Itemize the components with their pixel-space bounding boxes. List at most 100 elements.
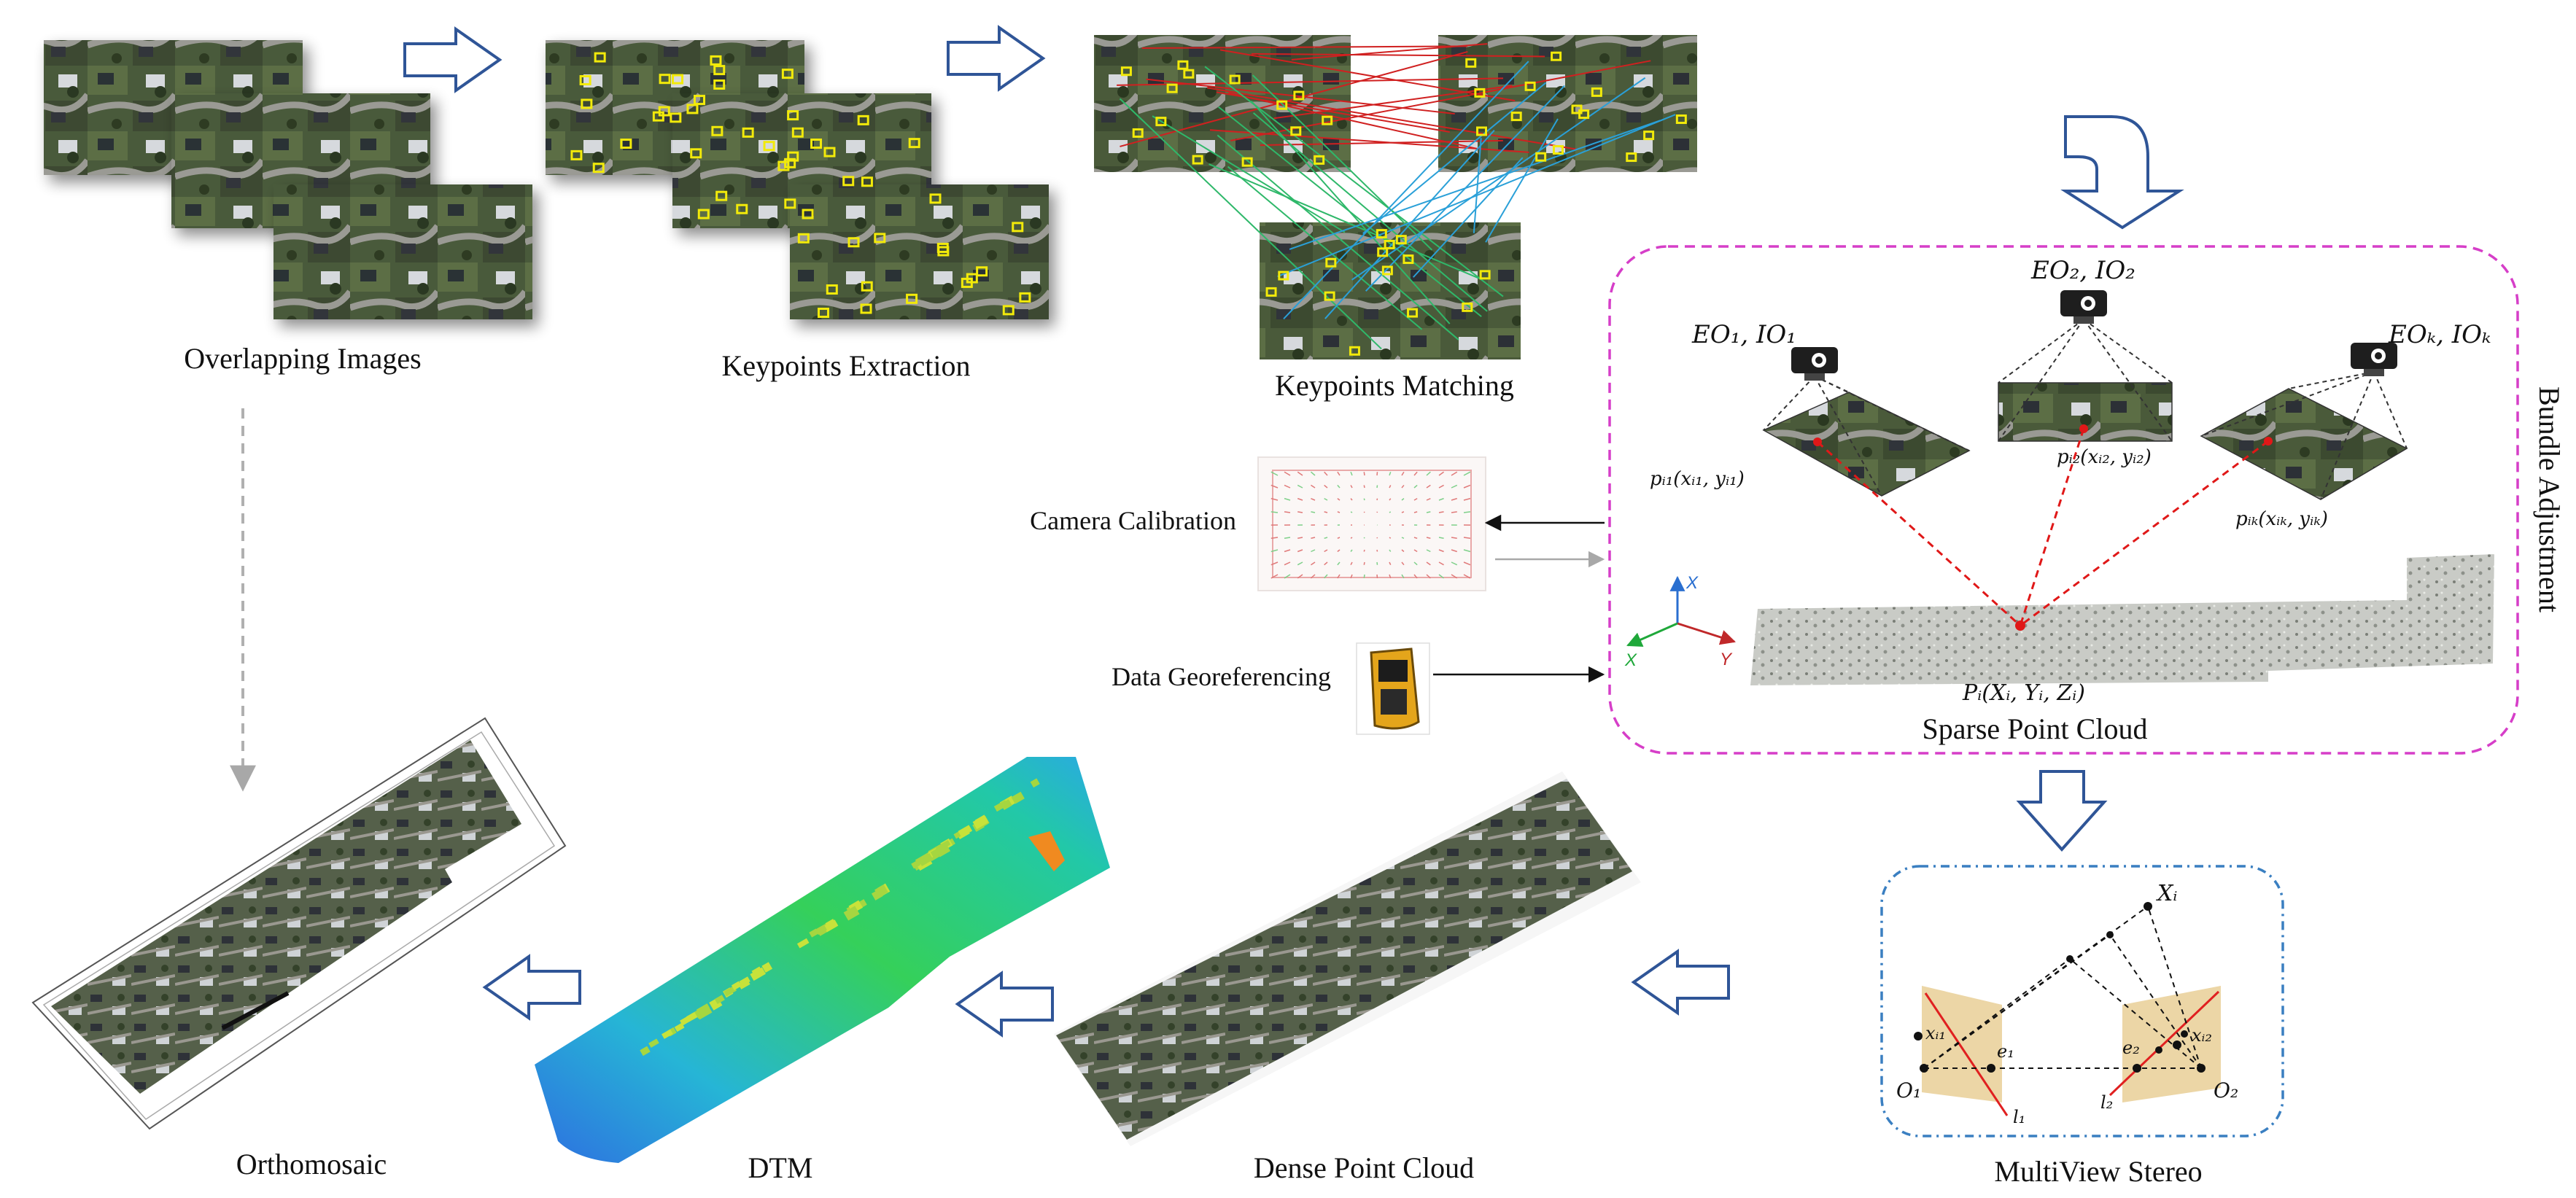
camera-eo-io-label: EO₂, IO₂ [2030,256,2135,285]
keypoint-marker [1465,58,1477,68]
calibration-vector [1284,537,1291,540]
dtm-building [662,1029,673,1039]
camera-frustum-line [2373,371,2408,449]
dtm-building [694,1007,707,1019]
sparse-point-cloud-image [1750,554,2494,685]
calibration-vector [1363,485,1365,489]
keypoint-marker [906,293,918,304]
dtm-building [958,825,973,838]
multiview-stereo-border [1880,865,2284,1137]
camera-frustum-line [2200,371,2375,437]
calibration-vector [1451,511,1457,513]
camera-frustum-line [1998,319,2084,384]
keypoint-marker [861,176,873,187]
match-line [1218,106,1482,317]
match-line [1117,77,1504,86]
keypoint-marker [1002,305,1015,316]
calibration-vector [1389,511,1392,513]
match-line [1206,87,1578,150]
calibration-vector [1426,471,1431,476]
keypoint-marker [1276,100,1288,110]
keypoint-marker [818,307,830,318]
match-keypoint-markers [1120,51,1687,356]
orthomosaic-image [51,740,521,1094]
calibration-grid-frame [1272,470,1472,578]
projection-ray [2019,428,2085,626]
calibration-vector [1438,471,1445,476]
dtm-building [915,852,931,866]
calibration-vector [1337,537,1341,539]
keypoint-marker [1166,83,1178,93]
calibration-vector [1451,497,1458,501]
calibration-vector [1363,511,1365,513]
calibration-vector [1324,497,1328,501]
keypoint-marker [1177,60,1189,70]
bundle-adjustment-caption: Bundle Adjustment [2533,386,2566,612]
keypoint-marker [857,114,869,125]
match-line [1289,120,1661,250]
calibration-vector [1401,574,1405,579]
match-line [1252,112,1488,312]
calibration-vector [1350,537,1353,539]
keypoint-marker [742,127,754,138]
calibration-vector [1284,511,1291,513]
keypoint-marker [791,127,804,138]
calibration-vector [1389,574,1392,579]
image-point-label: pᵢ₂(xᵢ₂, yᵢ₂) [2057,446,2152,468]
match-line [1351,77,1646,281]
match-line [1119,98,1382,350]
keypoint-marker [1290,126,1302,136]
dtm-building [648,1038,659,1048]
calibration-vector [1426,484,1431,489]
dtm-building [750,967,766,981]
camera-frustum-line [1763,376,1815,431]
camera-eo-io-label: EOₖ, IOₖ [2388,320,2491,349]
keypoint-marker [1229,74,1241,85]
calibration-vector [1363,561,1365,565]
calibration-vector [1376,574,1378,579]
calibration-vector [1363,498,1365,501]
keypoint-marker [1376,229,1387,239]
dtm-building [843,906,860,921]
mvs-point-O1 [1920,1064,1928,1073]
world-point-label: Pᵢ(Xᵢ, Yᵢ, Zᵢ) [1962,680,2085,706]
match-line [1365,85,1565,292]
calibration-vector [1426,561,1431,566]
flow-arrow-right [403,26,503,93]
coordinate-axes: X Y X [1624,573,1736,670]
keypoint-marker [710,55,722,66]
keypoint-marker [1571,104,1583,114]
keypoint-marker [1012,222,1024,233]
calibration-vector [1337,471,1341,476]
dtm-building [680,1016,690,1026]
keypoint-marker [1675,114,1687,125]
calibration-vector [1297,497,1303,501]
calibration-vector [1413,484,1418,489]
keypoint-image-3 [790,184,1049,319]
mvs-point-e2 [2133,1064,2141,1073]
calibration-vector [1324,574,1328,579]
calibration-vector [1311,549,1316,553]
keypoint-marker [690,148,702,159]
calibration-vector [1350,511,1353,513]
calibration-vector [1451,484,1458,489]
dtm-surface [535,757,1110,1163]
calibration-vector [1297,549,1303,553]
mvs-point [2181,1030,2188,1038]
calibration-vector [1337,574,1341,579]
calibration-vector [1438,574,1445,579]
calibration-vector [1463,471,1471,476]
keypoint-marker [581,98,593,109]
calibration-vector [1389,498,1392,501]
calibration-vector [1413,537,1418,540]
calibration-vector [1389,537,1392,539]
mvs-point-xi1 [1914,1032,1923,1041]
calibration-vector [1401,498,1405,501]
calibration-vector [1463,484,1471,489]
keypoint-marker [1322,115,1333,125]
dtm-buildings [640,778,1040,1057]
keypoint-marker [1183,69,1195,79]
calibration-vector [1270,574,1279,579]
calibration-vector [1363,472,1365,476]
